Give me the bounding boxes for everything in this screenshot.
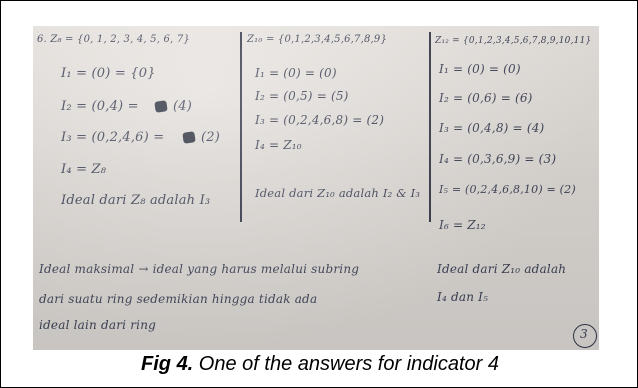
col2-ideal-2: I₂ = (0,5) = (5) — [255, 89, 349, 103]
definition-line-2: dari suatu ring sedemikian hingga tidak … — [39, 292, 318, 306]
col2-header: Z₁₀ = {0,1,2,3,4,5,6,7,8,9} — [247, 34, 388, 45]
col3-ideal-5: I₅ = (0,2,4,6,8,10) = (2) — [439, 183, 576, 196]
caption-text: One of the answers for indicator 4 — [193, 353, 499, 375]
col3-ideal-conclusion-2: I₄ dan I₅ — [437, 290, 489, 304]
col2-ideal-1: I₁ = (0) = (0) — [255, 66, 337, 80]
page-number-circle — [573, 324, 597, 348]
col1-ideal-1: I₁ = (0) = {0} — [61, 66, 156, 81]
col3-ideal-4: I₄ = (0,3,6,9) = (3) — [439, 152, 557, 166]
figure-caption: Fig 4. One of the answers for indicator … — [1, 353, 638, 376]
crossed-out-mark — [154, 100, 168, 113]
definition-line-1: Ideal maksimal → ideal yang harus melalu… — [39, 262, 360, 276]
col3-ideal-conclusion-1: Ideal dari Z₁₀ adalah — [437, 262, 567, 276]
col3-ideal-1: I₁ = (0) = (0) — [439, 62, 521, 76]
definition-line-3: ideal lain dari ring — [39, 318, 157, 332]
handwritten-answer-photo: 6. Z₈ = {0, 1, 2, 3, 4, 5, 6, 7} I₁ = (0… — [33, 26, 599, 350]
col1-ideal-4: I₄ = Z₈ — [61, 162, 107, 177]
col2-ideal-4: I₄ = Z₁₀ — [255, 138, 302, 152]
crossed-out-mark — [182, 131, 196, 144]
caption-label: Fig 4. — [141, 353, 194, 375]
column-divider-2 — [429, 32, 431, 222]
col1-ideal-2: I₂ = (0,4) = — [61, 99, 139, 114]
col3-header: Z₁₂ = {0,1,2,3,4,5,6,7,8,9,10,11} — [435, 36, 592, 46]
col1-ideal-3-tail: (2) — [201, 130, 221, 145]
page-number: 3 — [580, 327, 588, 341]
col3-ideal-3: I₃ = (0,4,8) = (4) — [439, 121, 545, 135]
col1-ideal-3: I₃ = (0,2,4,6) = — [61, 130, 165, 145]
column-divider-1 — [240, 32, 242, 222]
col3-ideal-2: I₂ = (0,6) = (6) — [439, 91, 533, 105]
col2-ideal-3: I₃ = (0,2,4,6,8) = (2) — [255, 113, 385, 127]
col1-header: 6. Z₈ = {0, 1, 2, 3, 4, 5, 6, 7} — [37, 34, 190, 45]
col3-ideal-6: I₆ = Z₁₂ — [439, 218, 486, 232]
col1-ideal-conclusion: Ideal dari Z₈ adalah I₃ — [61, 193, 211, 208]
col2-ideal-conclusion: Ideal dari Z₁₀ adalah I₂ & I₃ — [255, 186, 421, 200]
col1-ideal-2-tail: (4) — [173, 99, 193, 114]
